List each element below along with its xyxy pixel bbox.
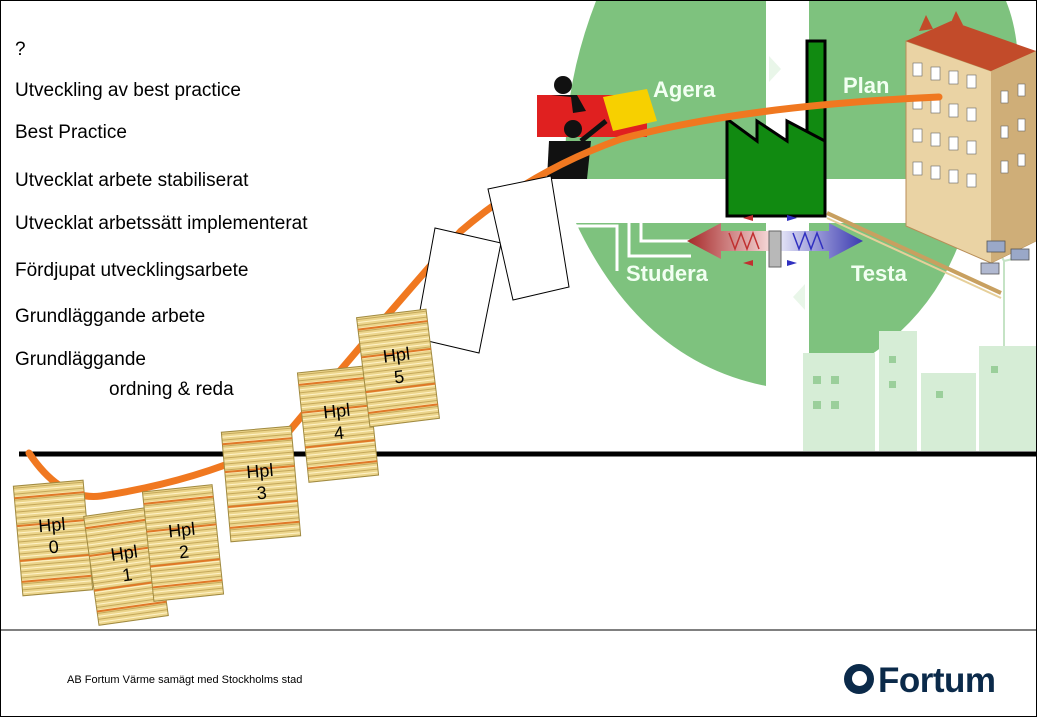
milestone-label: Hpl [109,541,139,565]
pipes-illustration [556,194,691,271]
heat-exchange-arrows [687,215,863,268]
workers-illustration [537,76,657,179]
cycle-arrow-right [769,56,781,82]
milestone-number: 1 [121,564,134,585]
level-label-7-line2: ordning & reda [109,379,234,400]
milestone-number: 3 [256,483,268,504]
milestone-number: 5 [393,366,405,387]
cycle-label-studera: Studera [626,261,709,286]
cycle-label-plan: Plan [843,73,889,98]
cycle-label-agera: Agera [653,77,716,102]
milestone-number: 4 [333,422,345,443]
level-label-0: ? [15,39,26,60]
apartment-building-icon [905,11,1036,264]
level-label-7: Grundläggande [15,349,146,370]
cars-icon [980,240,1030,275]
cycle-quadrant-studera [576,223,766,386]
factory-icon [725,39,827,218]
fortum-logo: Fortum [844,661,996,701]
fortum-logo-text: Fortum [878,661,996,700]
cycle-arrow-left [793,284,805,310]
level-label-5: Fördjupat utvecklingsarbete [15,260,249,281]
milestone-label: Hpl [322,400,351,423]
milestone-label: Hpl [167,519,196,542]
level-label-6: Grundläggande arbete [15,306,206,327]
maturity-curve [25,93,943,500]
milestone-label: Hpl [246,460,275,482]
fortum-logo-icon [844,664,874,694]
level-label-2: Best Practice [15,122,127,143]
level-label-3: Utvecklat arbete stabiliserat [15,170,249,191]
district-pipe [826,211,1002,295]
cycle-label-testa: Testa [851,261,908,286]
pdca-cycle-illustration: Agera Plan Studera Testa [537,1,1036,451]
blank-step-2 [487,175,570,301]
footer-text: AB Fortum Värme samägt med Stockholms st… [67,674,303,686]
blank-step-1 [414,227,502,354]
milestone-number: 0 [48,537,60,558]
level-label-1: Utveckling av best practice [15,80,241,101]
milestone-label: Hpl [382,344,411,367]
milestone-label: Hpl [38,514,67,536]
level-label-4: Utvecklat arbetssätt implementerat [15,213,308,234]
milestone-number: 2 [178,541,190,562]
